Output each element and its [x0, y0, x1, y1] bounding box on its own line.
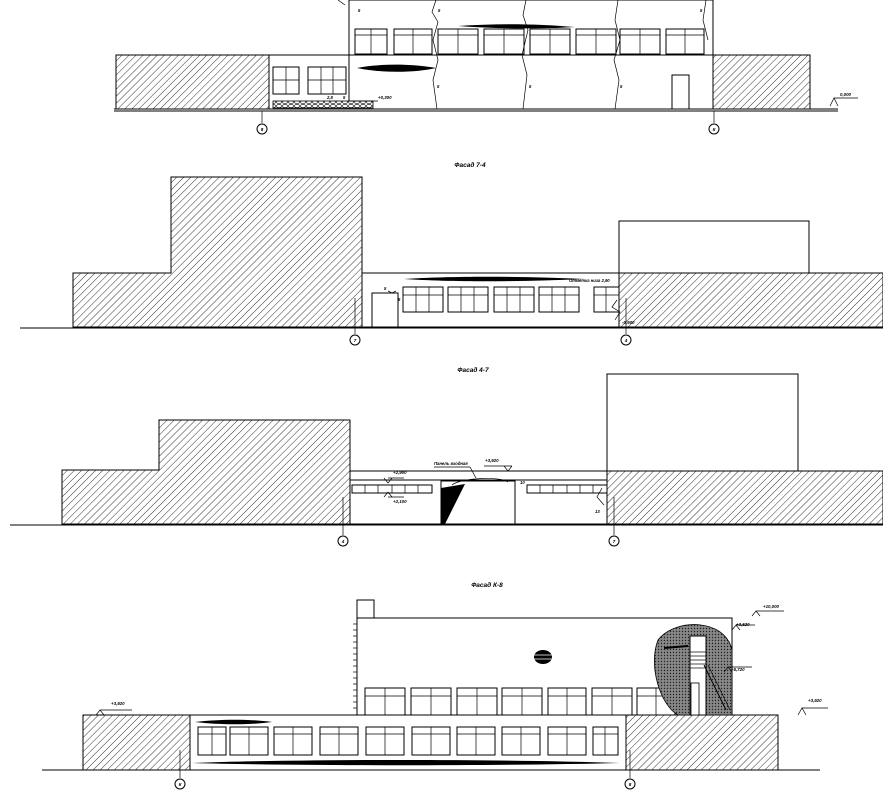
- facade-4-title: Фасад К-8: [471, 581, 503, 589]
- f2-label-1: Отметка низа 2,90: [569, 278, 610, 283]
- facade-3: Фасад 4-7 Панель входная 10 13 +2,900 +2…: [10, 366, 883, 547]
- facade-2-sign: [404, 276, 585, 282]
- f3-level-3: +3,920: [485, 458, 499, 463]
- f4-axis-right: 8: [629, 782, 632, 787]
- f4-level-1: +3,920: [111, 701, 125, 706]
- facade-1-sign: [357, 64, 436, 72]
- f1-label-5: 5: [529, 84, 532, 89]
- f3-axis-right: 7: [613, 539, 616, 544]
- facade-1-door: [671, 74, 690, 110]
- f2-level-1: -0,900: [622, 320, 635, 325]
- f2-axis-right: 4: [624, 338, 628, 343]
- f4-level-2: +10,000: [763, 604, 780, 609]
- facade-4-base-band: [192, 760, 620, 766]
- f1-level-2: 0,000: [840, 92, 852, 97]
- facade-4-roof-box: [356, 599, 375, 619]
- f4-level-5: +3,920: [808, 698, 822, 703]
- f2-label-3: 5: [398, 297, 401, 302]
- f1-axis-left: 8: [261, 127, 264, 132]
- facade-4-vent-round: [534, 650, 552, 664]
- facade-4-lower-windows: [197, 726, 619, 756]
- f3-label-2: 10: [520, 480, 525, 485]
- f1-label-3: 5: [700, 8, 703, 13]
- f4-axis-left: К: [179, 782, 183, 787]
- facade-1-vent-grille: [272, 100, 374, 109]
- facade-1: 5 5 5 5 5 5 2,8 5 +0,300 0,000 8 К: [114, 0, 858, 135]
- facade-4: Фасад К-8: [42, 581, 828, 790]
- f3-label-3: 13: [595, 509, 600, 514]
- facade-3-title: Фасад 4-7: [457, 366, 489, 374]
- facade-2-title: Фасад 7-4: [454, 161, 486, 169]
- f1-label-7: 2,8: [326, 95, 333, 100]
- f4-level-3: +3,520: [736, 622, 750, 627]
- f1-label-8: 5: [343, 95, 346, 100]
- f2-label-2: 5: [384, 286, 387, 291]
- f1-axis-right: К: [713, 127, 717, 132]
- facade-2-door: [371, 292, 399, 328]
- f1-label-1: 5: [358, 8, 361, 13]
- f4-level-4: +5,720: [731, 667, 745, 672]
- facade-3-glazing-left: [351, 484, 433, 494]
- facade-3-glazing-right: [526, 484, 608, 494]
- f3-axis-left: 4: [341, 539, 345, 544]
- f1-level-1: +0,300: [378, 95, 392, 100]
- f3-label-1: Панель входная: [434, 461, 468, 466]
- facade-2: Фасад 7-4 Отметка низа 2,90 5 5 -0,900 7…: [20, 161, 883, 346]
- facade-4-upper-windows: [364, 687, 676, 716]
- f3-level-1: +2,900: [393, 470, 407, 475]
- facade-1-windows: [272, 28, 705, 95]
- facade-4-rungs: [353, 623, 357, 709]
- f3-level-2: +2,100: [393, 499, 407, 504]
- f1-label-6: 5: [620, 84, 623, 89]
- f1-label-4: 5: [437, 84, 440, 89]
- f2-axis-left: 7: [354, 338, 357, 343]
- f1-label-2: 5: [438, 8, 441, 13]
- facade-2-windows: [402, 286, 620, 313]
